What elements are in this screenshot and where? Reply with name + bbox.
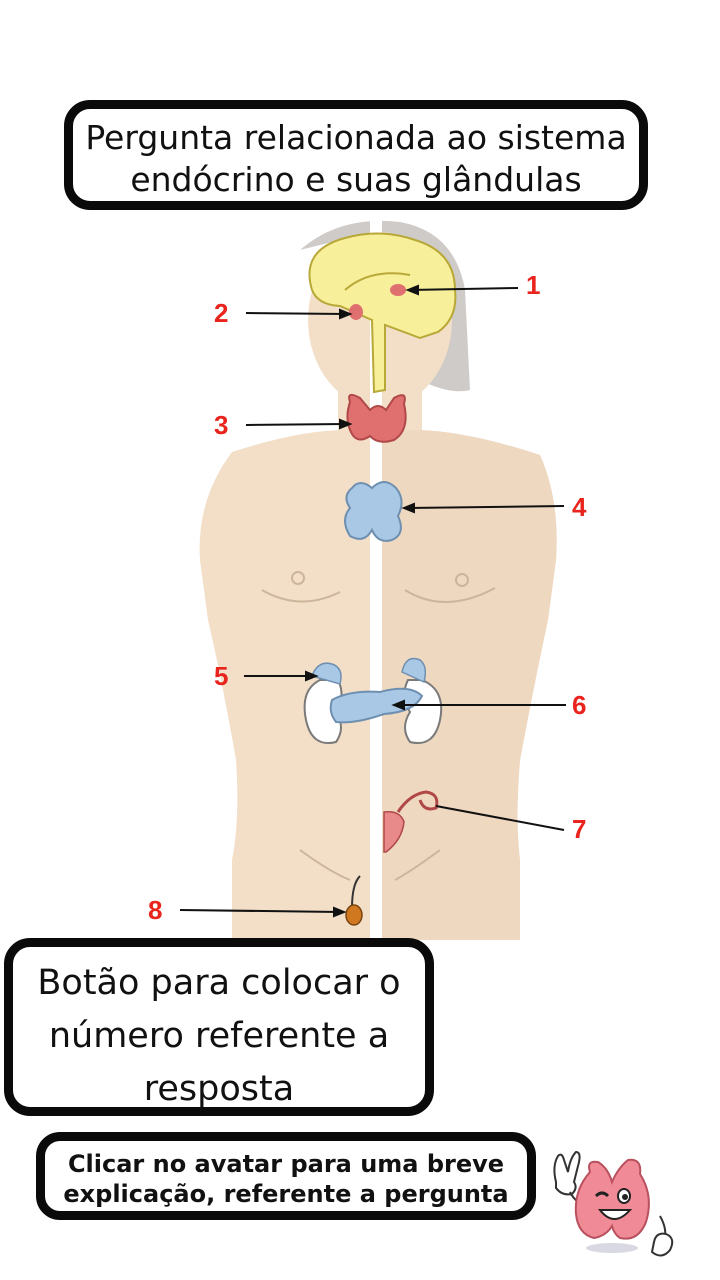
brain-shape [308, 232, 457, 394]
label-7: 7 [572, 814, 586, 844]
question-line-2: endócrino e suas glândulas [130, 160, 582, 199]
question-box: Pergunta relacionada ao sistema endócrin… [64, 100, 648, 210]
mascot-body [574, 1158, 650, 1240]
answer-number-button[interactable]: Botão para colocar o número referente a … [4, 938, 434, 1116]
label-8: 8 [148, 895, 162, 925]
pointer-line-3 [245, 423, 347, 426]
label-1: 1 [526, 270, 540, 300]
label-5: 5 [214, 661, 228, 691]
pointer-arrow-6 [391, 699, 405, 711]
pointer-arrow-5 [305, 670, 319, 682]
brain-inner-fold [344, 272, 411, 291]
label-2: 2 [214, 298, 228, 328]
thymus-gland [344, 481, 403, 542]
nipple-left [291, 571, 305, 585]
avatar-hint-line-1: Clicar no avatar para uma breve [67, 1150, 505, 1178]
fallopian-tube [396, 790, 439, 813]
adrenal-left [311, 662, 342, 685]
testis [345, 904, 363, 926]
pointer-arrow-2 [339, 308, 353, 320]
pointer-line-4 [407, 505, 565, 509]
mascot-right-pupil [622, 1194, 628, 1200]
pointer-line-2 [245, 312, 347, 315]
question-line-1: Pergunta relacionada ao sistema [85, 118, 627, 157]
answer-line-1: Botão para colocar o [37, 963, 401, 1003]
label-6: 6 [572, 690, 586, 720]
pituitary-gland [349, 304, 363, 320]
mascot-mouth [597, 1209, 633, 1220]
mascot-left-hand [553, 1150, 581, 1196]
pointer-arrow-8 [333, 906, 347, 918]
label-3: 3 [214, 410, 228, 440]
endocrine-diagram: 1 2 3 4 5 6 7 8 [148, 220, 587, 940]
groin-line-right [394, 849, 441, 881]
avatar-hint-box: Clicar no avatar para uma breve explicaç… [36, 1132, 536, 1220]
pointer-arrow-4 [401, 502, 415, 514]
mascot-right-hand [650, 1232, 674, 1257]
chest-line-left [261, 589, 341, 603]
torso-shade [380, 430, 557, 940]
label-4: 4 [572, 492, 587, 522]
avatar-hint-line-2: explicação, referente a pergunta [63, 1180, 509, 1208]
pointer-line-8 [179, 909, 341, 913]
answer-line-2: número referente a [48, 1016, 390, 1056]
mascot-left-eye [594, 1191, 610, 1198]
thyroid-gland [346, 393, 407, 443]
thyroid-mascot-icon[interactable] [542, 1138, 682, 1264]
groin-line-left [299, 849, 351, 881]
pancreas [329, 687, 424, 724]
nipple-right [455, 573, 469, 587]
mascot-shadow [586, 1243, 638, 1253]
pineal-gland [390, 284, 406, 296]
adrenal-right [401, 657, 427, 684]
answer-line-3: resposta [143, 1069, 295, 1109]
pointer-line-1 [409, 287, 519, 291]
pointer-arrow-3 [339, 418, 353, 430]
vas-deferens [351, 875, 361, 909]
uterus [383, 810, 405, 853]
pointer-line-7 [435, 805, 565, 831]
pointer-arrow-1 [405, 284, 419, 296]
chest-line-right [404, 587, 496, 603]
